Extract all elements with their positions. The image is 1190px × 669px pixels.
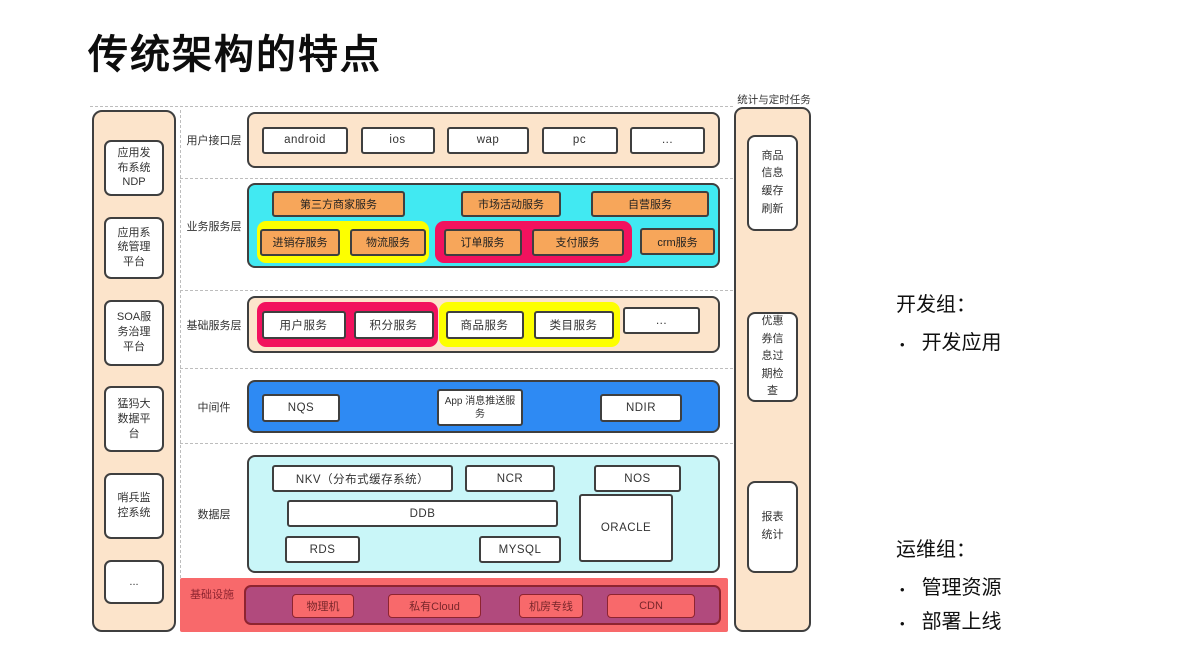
- group-user-points: 用户服务 积分服务: [257, 302, 438, 347]
- node-app-push-service: App 消息推送服务: [437, 389, 523, 426]
- infrastructure-group: 物理机 私有Cloud 机房专线 CDN: [244, 585, 721, 625]
- node-ndir: NDIR: [600, 394, 682, 422]
- node-nos: NOS: [594, 465, 681, 492]
- node-mysql: MYSQL: [479, 536, 561, 563]
- layer-user-interface: android ios wap pc ...: [247, 112, 720, 168]
- node-payment-service: 支付服务: [531, 228, 624, 256]
- layer-label-business: 业务服务层: [186, 220, 242, 233]
- lane-divider-vertical: [180, 110, 181, 578]
- ops-group-heading: 运维组：: [896, 539, 976, 561]
- dev-group-heading: 开发组：: [896, 294, 976, 316]
- lane-divider: [180, 178, 733, 179]
- left-panel-item-app-mgmt: 应用系统管理平台: [104, 216, 164, 279]
- node-inventory-service: 进销存服务: [260, 228, 340, 256]
- node-crm-service: crm服务: [640, 228, 715, 255]
- node-oracle: ORACLE: [579, 494, 673, 562]
- layer-label-data: 数据层: [197, 509, 231, 521]
- layer-infrastructure: 基础设施 物理机 私有Cloud 机房专线 CDN: [180, 578, 728, 632]
- lane-divider: [90, 106, 733, 107]
- node-ddb: DDB: [287, 500, 558, 527]
- layer-label-middleware: 中间件: [197, 401, 231, 414]
- node-idc-line: 机房专线: [519, 594, 583, 618]
- ops-group-bullet: • 部署上线: [896, 605, 1002, 634]
- group-trade: 订单服务 支付服务: [435, 221, 632, 263]
- task-coupon-expire-check: 优惠券信息过期检查: [747, 312, 798, 402]
- dev-group-note: 开发组： • 开发应用: [896, 288, 1002, 355]
- node-ios: ios: [360, 126, 435, 154]
- node-ncr: NCR: [465, 465, 555, 492]
- task-report-stats: 报表统计: [747, 481, 798, 573]
- node-nkv: NKV（分布式缓存系统）: [272, 465, 453, 492]
- node-cdn: CDN: [607, 594, 695, 618]
- ops-group-note: 运维组： • 管理资源 • 部署上线: [896, 533, 1002, 634]
- dev-group-bullet-text: 开发应用: [921, 332, 1002, 354]
- page-title: 传统架构的特点: [88, 33, 382, 77]
- node-third-party-merchant: 第三方商家服务: [272, 191, 405, 217]
- layer-label-base-services: 基础服务层: [186, 319, 242, 332]
- node-self-operated: 自营服务: [591, 191, 709, 217]
- dev-group-bullet: • 开发应用: [896, 326, 1002, 355]
- node-order-service: 订单服务: [443, 228, 522, 256]
- layer-middleware: NQS App 消息推送服务 NDIR: [247, 380, 720, 433]
- left-tools-panel: 应用发布系统NDP 应用系统管理平台 SOA服务治理平台 猛犸大数据平台 哨兵监…: [92, 110, 176, 632]
- node-android: android: [262, 126, 348, 154]
- task-cache-refresh: 商品信息缓存刷新: [747, 135, 798, 231]
- node-private-cloud: 私有Cloud: [388, 594, 481, 618]
- node-category-service: 类目服务: [533, 310, 614, 339]
- lane-divider: [180, 368, 733, 369]
- group-supply-chain: 进销存服务 物流服务: [257, 221, 429, 263]
- node-wap: wap: [447, 126, 529, 154]
- node-points-service: 积分服务: [353, 310, 434, 339]
- layer-data: NKV（分布式缓存系统） NCR NOS DDB ORACLE RDS MYSQ…: [247, 455, 720, 573]
- ops-group-bullet-text: 部署上线: [921, 611, 1002, 633]
- node-user-service: 用户服务: [261, 310, 346, 339]
- layer-base-services: 用户服务 积分服务 商品服务 类目服务 ...: [247, 296, 720, 353]
- bullet-icon: •: [900, 337, 905, 352]
- node-more-ui: ...: [630, 126, 705, 154]
- node-pc: pc: [541, 126, 618, 154]
- group-product-category: 商品服务 类目服务: [439, 302, 620, 347]
- left-panel-item-ndp: 应用发布系统NDP: [104, 140, 164, 196]
- bullet-icon: •: [900, 582, 905, 597]
- left-panel-item-soa: SOA服务治理平台: [104, 299, 164, 366]
- left-panel-item-more: ...: [104, 559, 164, 604]
- stats-tasks-panel: 商品信息缓存刷新 优惠券信息过期检查 报表统计: [734, 107, 811, 632]
- node-rds: RDS: [285, 536, 360, 563]
- lane-divider: [180, 443, 733, 444]
- node-more-base: ...: [623, 307, 700, 334]
- ops-group-bullet: • 管理资源: [896, 571, 1002, 600]
- layer-label-user-interface: 用户接口层: [186, 135, 242, 147]
- layer-business-services: 第三方商家服务 市场活动服务 自营服务 进销存服务 物流服务 订单服务 支付服务…: [247, 183, 720, 268]
- stats-panel-title: 统计与定时任务: [737, 94, 811, 106]
- node-nqs: NQS: [262, 394, 340, 422]
- left-panel-item-sentinel: 哨兵监控系统: [104, 473, 164, 540]
- bullet-icon: •: [900, 616, 905, 631]
- lane-divider: [180, 290, 733, 291]
- node-market-activity: 市场活动服务: [461, 191, 561, 217]
- node-logistics-service: 物流服务: [350, 228, 426, 256]
- ops-group-bullet-text: 管理资源: [921, 577, 1002, 599]
- node-physical-machine: 物理机: [292, 594, 354, 618]
- layer-label-infrastructure: 基础设施: [190, 589, 234, 601]
- node-product-service: 商品服务: [445, 310, 524, 339]
- left-panel-item-bigdata: 猛犸大数据平台: [104, 386, 164, 453]
